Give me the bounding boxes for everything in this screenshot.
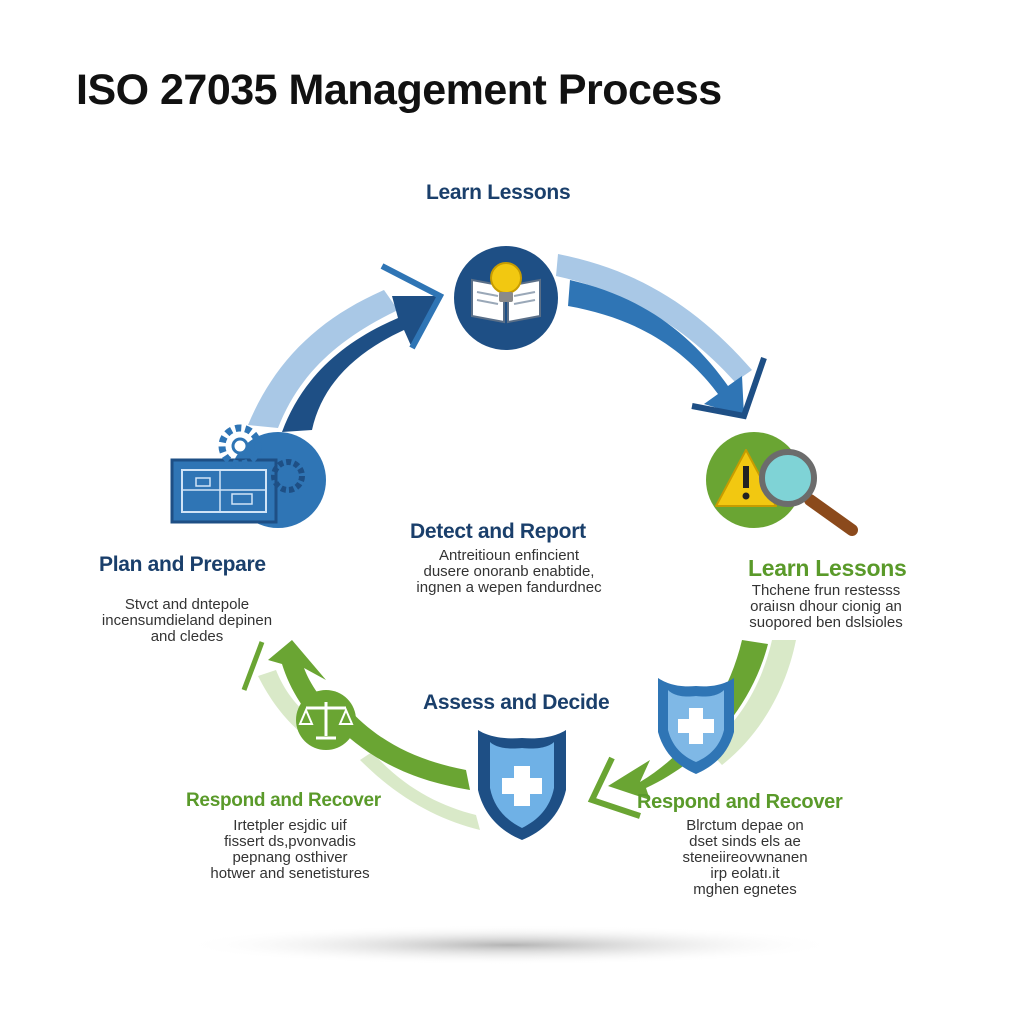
desc-line: and cledes [150,628,224,645]
desc-line: Antreitioun enfincient [438,547,580,564]
stage-desc-bottom-left: Irtetpler esjdic uif fissert ds,pvonvadi… [200,818,380,882]
stage-desc-bottom-right: Blrctum depae on dset sinds els ae stene… [660,818,830,898]
shield-plus-icon [658,678,734,774]
stage-label-center: Detect and Report [410,520,586,543]
desc-line: hotwer and senetistures [210,865,370,882]
arrow-bottom [330,706,480,830]
stage-label-left: Plan and Prepare [99,553,266,576]
book-lightbulb-icon [454,246,558,350]
desc-line: incensumdieland depinen [101,612,273,629]
desc-line: dset sinds els ae [689,833,801,850]
desc-line: steneiireovwnanen [682,849,808,866]
desc-line: oraiısn dhour cionig an [750,598,902,615]
desc-line: Irtetpler esjdic uif [233,817,347,834]
balance-scale-icon [296,690,356,750]
desc-line: fissert ds,pvonvadis [224,833,356,850]
desc-line: irp eolatı.it [710,865,780,882]
blueprint-gears-icon [170,424,326,528]
stage-desc-center: Antreitioun enfincient dusere onoranb en… [404,548,614,596]
stage-desc-right: Thchene frun restesss oraiısn dhour cion… [736,583,916,631]
desc-line: Blrctum depae on [686,817,804,834]
floor-shadow [180,925,840,965]
desc-line: dusere onoranb enabtide, [423,563,595,580]
stage-label-assess: Assess and Decide [423,691,610,714]
stage-label-right: Learn Lessons [748,555,907,581]
desc-line: mghen egnetes [693,881,797,898]
stage-label-bottom-right: Respond and Recover [637,791,843,813]
desc-line: Thchene frun restesss [751,582,901,599]
desc-line: Stvct and dntepole [124,596,250,613]
page-title: ISO 27035 Management Process [76,66,722,114]
arrow-upper-left [248,263,445,432]
stage-label-bottom-left: Respond and Recover [186,790,381,811]
arrow-upper-right [556,254,767,420]
desc-line: ingnen a wepen fandurdnec [416,579,602,596]
stage-desc-left: Stvct and dntepole incensumdieland depin… [92,597,282,645]
shield-cross-icon [478,730,566,840]
warning-magnifier-icon [706,432,858,536]
stage-label-top: Learn Lessons [426,181,571,204]
desc-line: pepnang osthiver [232,849,348,866]
desc-line: suopored ben dslsioles [749,614,903,631]
